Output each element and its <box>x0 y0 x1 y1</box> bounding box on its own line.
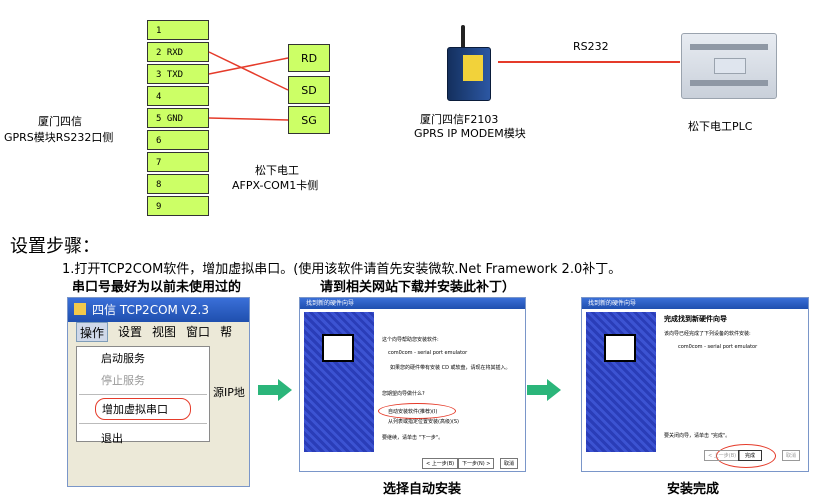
menu-item-exit[interactable]: 退出 <box>101 432 123 445</box>
pin-row: 9 <box>147 196 209 216</box>
menu-divider <box>79 423 207 424</box>
menu-settings[interactable]: 设置 <box>118 325 143 339</box>
menu-view[interactable]: 视图 <box>152 325 177 339</box>
app-titlebar: 四信 TCP2COM V2.3 <box>68 298 249 322</box>
plc-image <box>681 33 777 99</box>
wizard1-cancel-button[interactable]: 取消 <box>500 458 519 469</box>
wizard1-question: 您期望向导做什么? <box>382 391 425 397</box>
operation-menu: 启动服务 停止服务 增加虚拟串口 退出 <box>76 346 210 445</box>
option-auto-install[interactable]: 自动安装软件(推荐)(I) <box>388 409 438 415</box>
wizard2-close-hint: 要关闭向导，请单击 "完成"。 <box>664 433 731 439</box>
menu-divider <box>79 394 207 395</box>
wizard-finish-window: 找到新的硬件向导 完成找到新硬件向导 该向导已经完成了下列设备的软件安装: co… <box>581 297 809 472</box>
wizard1-note: 如果您的硬件带有安装 CD 或软盘，请现在将其插入。 <box>390 365 511 371</box>
wizard2-finish-button[interactable]: 完成 <box>738 450 763 461</box>
left-label-2: GPRS模块RS232口侧 <box>4 131 114 144</box>
app-icon <box>74 303 86 315</box>
caption-install-complete: 安装完成 <box>667 482 720 497</box>
right-label-1: 松下电工 <box>255 164 299 177</box>
pin-row: 3 TXD <box>147 64 209 84</box>
menu-item-add-virtual-port[interactable]: 增加虚拟串口 <box>95 398 191 420</box>
wizard1-title: 找到新的硬件向导 <box>300 298 525 309</box>
pin-row: 5 GND <box>147 108 209 128</box>
menu-help[interactable]: 帮 <box>220 325 233 339</box>
signal-sg: SG <box>288 106 330 134</box>
wizard2-device: com0com - serial port emulator <box>678 344 758 350</box>
auto-install-highlight <box>378 403 456 419</box>
source-ip-label: 源IP地 <box>213 386 245 399</box>
wizard2-line1: 该向导已经完成了下列设备的软件安装: <box>664 331 751 337</box>
wizard2-heading: 完成找到新硬件向导 <box>664 315 727 323</box>
signal-rd: RD <box>288 44 330 72</box>
pin-row: 6 <box>147 130 209 150</box>
wizard1-banner <box>304 312 374 452</box>
option-manual-install[interactable]: 从列表或指定位置安装(高级)(S) <box>388 419 459 425</box>
wizard-install-window: 找到新的硬件向导 这个向导帮助您安装软件: com0com - serial p… <box>299 297 526 472</box>
menu-operation[interactable]: 操作 <box>76 322 109 342</box>
wizard1-back-button[interactable]: < 上一步(B) <box>422 458 459 469</box>
pin-row: 4 <box>147 86 209 106</box>
step-1-text: 1.打开TCP2COM软件，增加虚拟串口。(使用该软件请首先安装微软.Net F… <box>62 262 622 277</box>
wizard2-cancel-button[interactable]: 取消 <box>782 450 801 461</box>
steps-title: 设置步骤： <box>10 236 100 257</box>
plc-label: 松下电工PLC <box>688 120 753 133</box>
step-1-note-2: 请到相关网站下载并安装此补丁） <box>320 280 516 295</box>
menu-item-stop-service[interactable]: 停止服务 <box>101 374 145 387</box>
menu-item-start-service[interactable]: 启动服务 <box>101 352 145 365</box>
modem-label-1: 厦门四信F2103 <box>420 113 499 126</box>
modem-label-2: GPRS IP MODEM模块 <box>414 127 526 140</box>
caption-select-auto-install: 选择自动安装 <box>383 482 462 497</box>
signal-sd: SD <box>288 76 330 104</box>
rs232-label: RS232 <box>573 40 609 53</box>
step-1-note: 串口号最好为以前未使用过的 <box>72 280 242 295</box>
wizard1-intro: 这个向导帮助您安装软件: <box>382 337 439 343</box>
app-title: 四信 TCP2COM V2.3 <box>92 303 209 317</box>
wizard1-device: com0com - serial port emulator <box>388 350 468 356</box>
hardware-icon <box>604 334 636 362</box>
pin-row: 1 <box>147 20 209 40</box>
wizard1-next-button[interactable]: 下一步(N) > <box>458 458 495 469</box>
wizard2-banner <box>586 312 656 452</box>
wizard1-next-hint: 要继续，请单击 "下一步"。 <box>382 435 444 441</box>
left-label-1: 厦门四信 <box>38 115 82 128</box>
antenna-icon <box>461 25 465 51</box>
app-window: 四信 TCP2COM V2.3 操作 设置 视图 窗口 帮 启动服务 停止服务 … <box>67 297 250 487</box>
right-label-2: AFPX-COM1卡侧 <box>232 179 319 192</box>
wizard2-back-button[interactable]: < 上一步(B) <box>704 450 741 461</box>
modem-image <box>441 25 493 101</box>
wizard2-title: 找到新的硬件向导 <box>582 298 808 309</box>
finish-highlight <box>716 444 776 468</box>
pin-row: 2 RXD <box>147 42 209 62</box>
app-menubar: 操作 设置 视图 窗口 帮 <box>68 322 249 342</box>
hardware-icon <box>322 334 354 362</box>
menu-window[interactable]: 窗口 <box>186 325 211 339</box>
pin-row: 7 <box>147 152 209 172</box>
pin-row: 8 <box>147 174 209 194</box>
